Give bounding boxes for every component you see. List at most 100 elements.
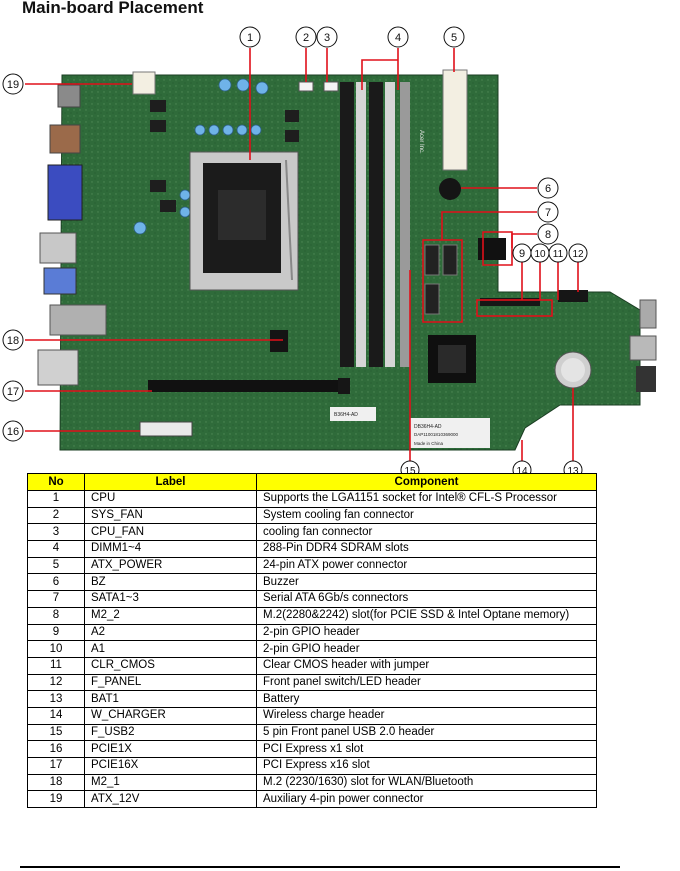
row-no: 10 <box>27 640 85 658</box>
svg-text:8: 8 <box>545 229 551 241</box>
row-label: DIMM1~4 <box>84 540 257 558</box>
svg-text:4: 4 <box>395 32 401 44</box>
row-component: Wireless charge header <box>256 706 597 725</box>
header-component: Component <box>256 473 597 491</box>
row-label: SATA1~3 <box>84 590 257 608</box>
board-serial-text: DAP11001810369000 <box>414 432 458 437</box>
svg-text:11: 11 <box>553 249 564 260</box>
row-label: BAT1 <box>84 690 257 708</box>
svg-text:10: 10 <box>534 249 546 260</box>
front-panel-header <box>558 290 588 302</box>
row-label: PCIE16X <box>84 757 257 775</box>
row-component: M.2 (2230/1630) slot for WLAN/Bluetooth <box>256 773 597 792</box>
row-component: Serial ATA 6Gb/s connectors <box>256 590 597 608</box>
board-origin-text: Made in China <box>414 441 444 446</box>
board-label-1 <box>330 407 376 421</box>
row-no: 18 <box>27 773 85 792</box>
row-component: 2-pin GPIO header <box>256 623 597 642</box>
row-label: M2_2 <box>84 606 257 625</box>
row-component: Auxiliary 4-pin power connector <box>256 790 597 809</box>
row-component: Supports the LGA1151 socket for Intel® C… <box>256 490 597 508</box>
row-component: Buzzer <box>256 573 597 592</box>
row-no: 15 <box>27 723 85 742</box>
callout-7: 7 <box>537 201 559 223</box>
callout-5: 5 <box>443 26 465 48</box>
motherboard-photo: Acer Inc. B36H4-AD DB36H4-AD DAP11001810… <box>2 26 657 480</box>
row-label: BZ <box>84 573 257 592</box>
row-label: CPU <box>84 490 257 508</box>
svg-text:3: 3 <box>324 32 330 44</box>
row-no: 4 <box>27 540 85 558</box>
row-component: Clear CMOS header with jumper <box>256 656 597 675</box>
callout-10: 10 <box>530 243 550 263</box>
sys-fan-header <box>298 81 314 92</box>
callout-16: 16 <box>2 420 24 442</box>
board-vendor-text: Acer Inc. <box>418 130 424 154</box>
row-label: M2_1 <box>84 773 257 792</box>
row-label: A2 <box>84 623 257 642</box>
row-no: 5 <box>27 556 85 575</box>
row-label: CLR_CMOS <box>84 656 257 675</box>
row-label: PCIE1X <box>84 740 257 758</box>
callout-18: 18 <box>2 329 24 351</box>
callout-19: 19 <box>2 73 24 95</box>
mosfets <box>150 100 299 212</box>
callout-9: 9 <box>512 243 532 263</box>
header-no: No <box>27 473 85 491</box>
row-label: SYS_FAN <box>84 506 257 525</box>
row-component: M.2(2280&2242) slot(for PCIE SSD & Intel… <box>256 606 597 625</box>
row-no: 1 <box>27 490 85 508</box>
board-label-2 <box>410 418 490 448</box>
row-no: 19 <box>27 790 85 809</box>
row-no: 3 <box>27 523 85 542</box>
callout-12: 12 <box>568 243 588 263</box>
svg-text:6: 6 <box>545 183 551 195</box>
dimm-slots <box>340 82 410 367</box>
svg-text:19: 19 <box>7 79 19 91</box>
row-component: PCI Express x16 slot <box>256 757 597 775</box>
row-component: Front panel switch/LED header <box>256 673 597 692</box>
row-component: cooling fan connector <box>256 523 597 542</box>
row-no: 14 <box>27 706 85 725</box>
gpio-headers <box>480 298 540 306</box>
svg-text:14: 14 <box>516 466 528 477</box>
row-component: 24-pin ATX power connector <box>256 556 597 575</box>
atx-12v-connector <box>132 71 156 95</box>
row-label: F_USB2 <box>84 723 257 742</box>
row-no: 7 <box>27 590 85 608</box>
row-component: 2-pin GPIO header <box>256 640 597 658</box>
row-component: 5 pin Front panel USB 2.0 header <box>256 723 597 742</box>
footer-divider <box>20 866 620 868</box>
cpu-socket <box>189 151 299 291</box>
row-component: System cooling fan connector <box>256 506 597 525</box>
row-label: ATX_POWER <box>84 556 257 575</box>
svg-text:18: 18 <box>7 335 19 347</box>
svg-text:15: 15 <box>404 466 416 477</box>
callout-2: 2 <box>295 26 317 48</box>
row-no: 12 <box>27 673 85 692</box>
row-component: 288-Pin DDR4 SDRAM slots <box>256 540 597 558</box>
row-no: 2 <box>27 506 85 525</box>
board-model2-text: DB36H4-AD <box>414 424 442 430</box>
header-label: Label <box>84 473 257 491</box>
row-no: 16 <box>27 740 85 758</box>
row-label: CPU_FAN <box>84 523 257 542</box>
m2-1-slot <box>270 330 288 352</box>
page-title: Main-board Placement <box>22 0 204 17</box>
rear-io-ports <box>37 84 107 386</box>
callout-6: 6 <box>537 177 559 199</box>
row-no: 8 <box>27 606 85 625</box>
